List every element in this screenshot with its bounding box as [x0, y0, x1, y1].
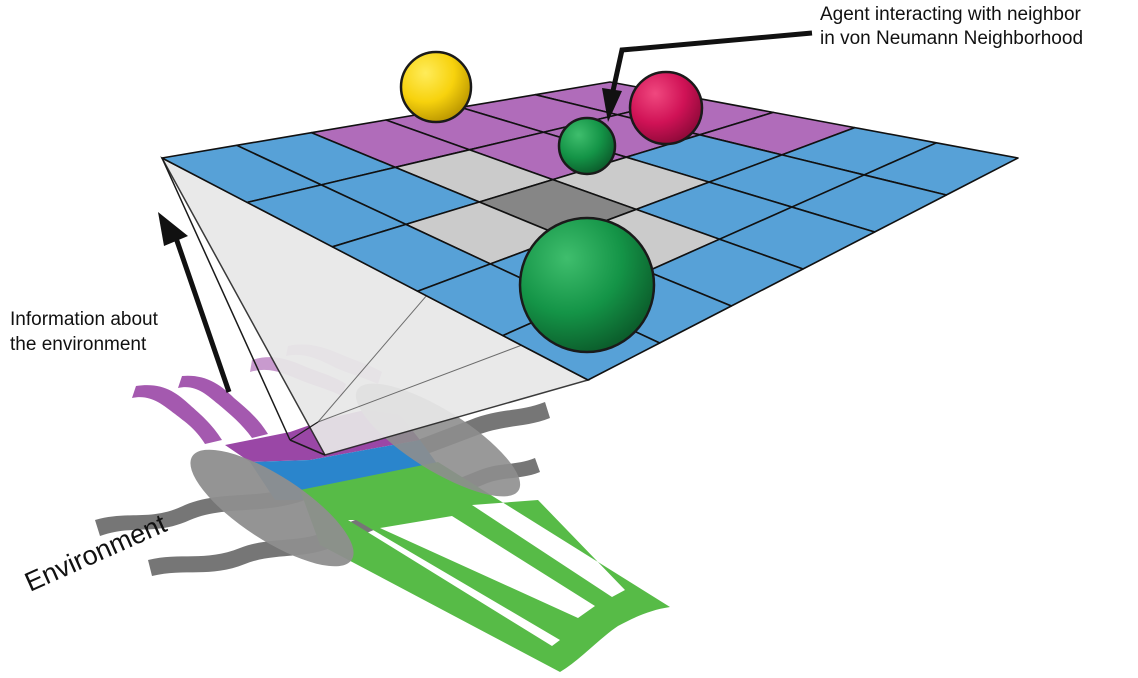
- information-line-1: Information about: [10, 309, 159, 330]
- magenta-agent: [628, 70, 704, 146]
- agent-interaction-label: Agent interacting with neighbor in von N…: [820, 4, 1086, 49]
- env-purple-strand-1: [132, 385, 222, 444]
- small-green-agent: [557, 116, 617, 176]
- large-green-agent: [518, 216, 656, 354]
- env-green-rake: [300, 462, 670, 672]
- env-blue-band: [250, 440, 438, 500]
- agent-interaction-line-2: in von Neumann Neighborhood: [820, 28, 1083, 49]
- information-label: Information about the environment: [10, 309, 163, 355]
- interaction-arrow-head: [602, 88, 622, 122]
- env-left-oval: [190, 449, 354, 567]
- information-arrow-head: [158, 212, 188, 246]
- yellow-agent: [399, 50, 473, 124]
- env-purple-strand-2: [178, 375, 268, 438]
- agents: [399, 50, 704, 354]
- interaction-arrow: [602, 30, 813, 122]
- information-line-2: the environment: [10, 334, 147, 355]
- agent-interaction-line-1: Agent interacting with neighbor: [820, 4, 1082, 25]
- information-arrow: [158, 212, 232, 393]
